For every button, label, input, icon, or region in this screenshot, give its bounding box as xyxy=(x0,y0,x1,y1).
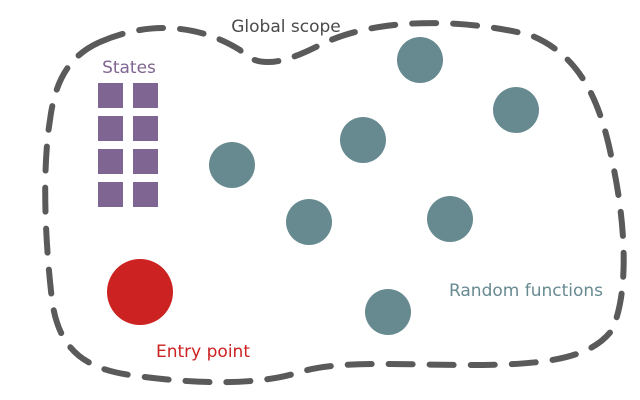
entry-point-node xyxy=(107,259,173,325)
random-function-node xyxy=(397,37,443,83)
random-function-node xyxy=(209,142,255,188)
entry-point-label: Entry point xyxy=(156,342,250,362)
random-function-node xyxy=(493,87,539,133)
random-functions-group xyxy=(209,37,539,335)
state-cell xyxy=(133,149,158,174)
state-cell xyxy=(133,116,158,141)
state-cell xyxy=(98,116,123,141)
state-cell xyxy=(133,182,158,207)
states-label: States xyxy=(102,58,156,78)
random-functions-label: Random functions xyxy=(449,281,603,301)
states-grid xyxy=(98,83,158,207)
random-function-node xyxy=(286,199,332,245)
state-cell xyxy=(98,149,123,174)
state-cell xyxy=(98,182,123,207)
random-function-node xyxy=(340,117,386,163)
state-cell xyxy=(98,83,123,108)
random-function-node xyxy=(365,289,411,335)
global-scope-label: Global scope xyxy=(231,17,341,37)
random-function-node xyxy=(427,196,473,242)
state-cell xyxy=(133,83,158,108)
global-scope-boundary xyxy=(42,20,627,386)
